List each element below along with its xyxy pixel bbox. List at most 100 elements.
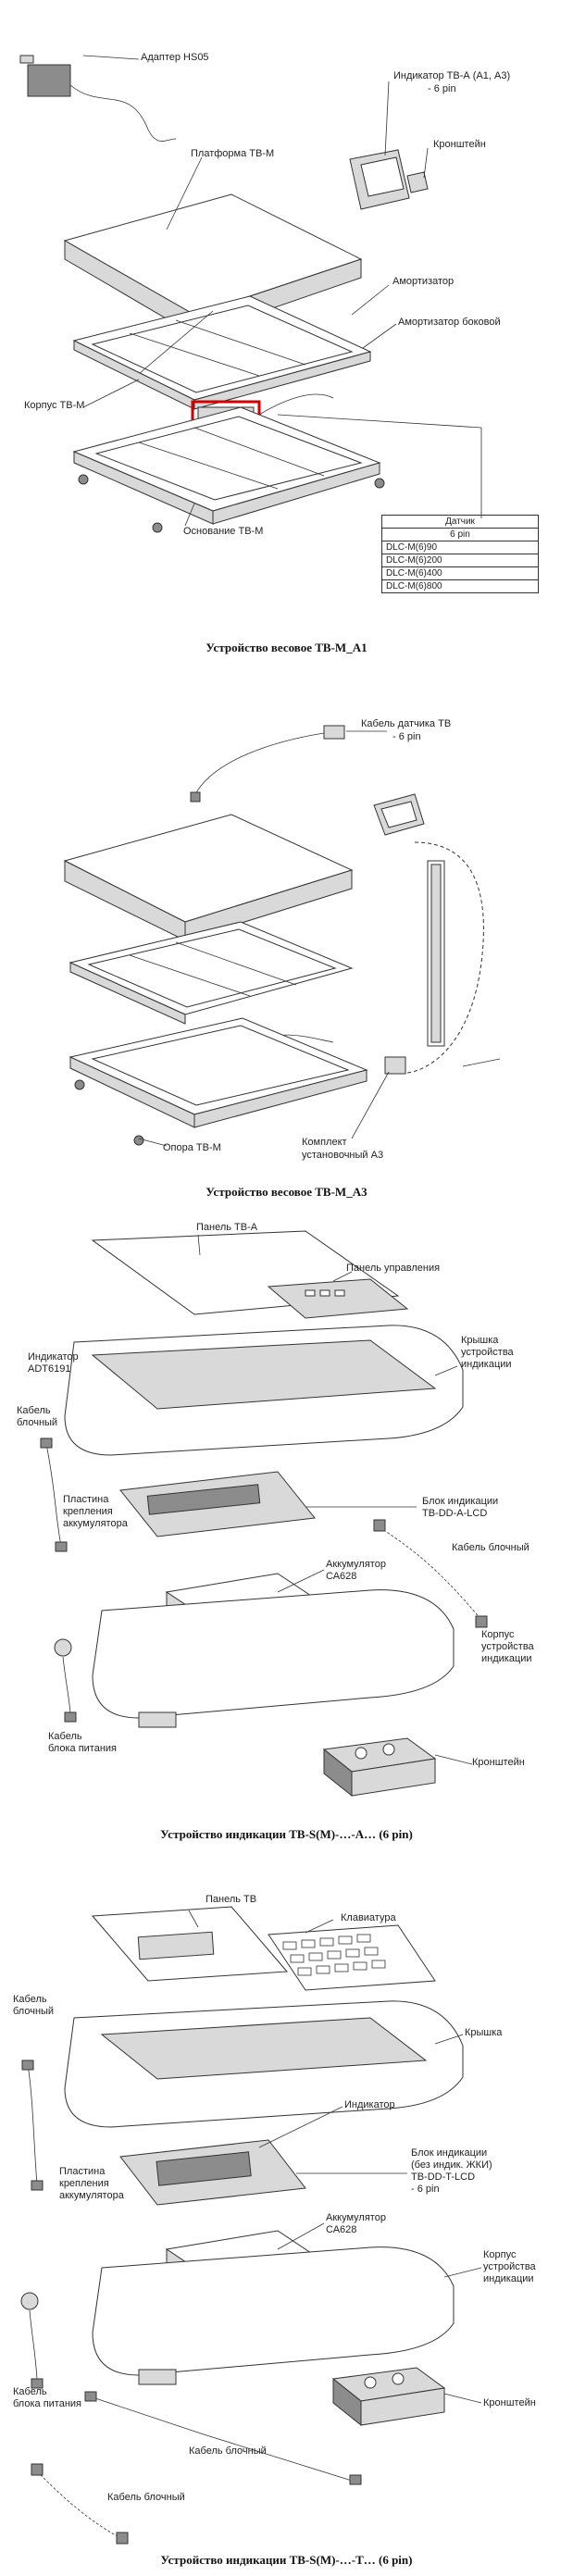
exploded-view-indicator-t: [20, 1906, 482, 2545]
label-cable-block-2: блочный: [13, 2006, 55, 2017]
case-part: [92, 1589, 455, 1728]
label-indication-block: Блок индикации: [411, 2147, 488, 2159]
label-body: Корпус ТВ-М: [24, 400, 85, 411]
label-indicator: Индикатор ТВ-А (А1, А3): [393, 70, 511, 81]
caption-a3: Устройство весовое ТВ-М_А3: [206, 1185, 367, 1199]
sensor-table-model: DLC-M(6)90: [381, 541, 539, 554]
label-shock-side: Амортизатор боковой: [398, 317, 501, 328]
bracket-part: [322, 1737, 437, 1798]
label-panel-tva: Панель ТВ-А: [196, 1222, 258, 1233]
label-case-2: устройства: [483, 2261, 536, 2272]
indication-block-part: [119, 2139, 306, 2206]
label-battery: Аккумулятор: [326, 1559, 386, 1570]
label-case: Корпус: [483, 2249, 517, 2260]
label-cover: Крышка: [461, 1335, 499, 1346]
cable-bottom-part: [31, 2463, 129, 2545]
indication-block-part: [119, 1471, 316, 1537]
label-indicator: Индикатор: [28, 1351, 79, 1363]
cable-left-part: [21, 2060, 44, 2191]
label-case: Корпус: [481, 1629, 515, 1640]
label-panel-tv: Панель ТВ: [206, 1894, 257, 1905]
cable-right-part: [373, 1519, 488, 1628]
label-base: Основание ТВ-М: [183, 526, 264, 537]
control-panel-part: [267, 1278, 409, 1319]
label-platform: Платформа ТВ-М: [191, 148, 275, 159]
label-battery-2: СА628: [326, 2224, 357, 2235]
label-battery-plate-3: аккумулятора: [63, 1518, 128, 1529]
label-cable-block: Кабель: [13, 1994, 47, 2005]
exploded-view-indicator-a: [40, 1230, 488, 1798]
cable-left-part: [40, 1437, 68, 1552]
label-power-cable: Кабель: [48, 1731, 82, 1742]
diagram-panel-indicator-t: Панель ТВ Клавиатура Кабель блочный Крыш…: [0, 1879, 573, 2576]
diagram-panel-indicator-a: Панель ТВ-А Панель управления Индикатор …: [0, 1213, 573, 1860]
case-part: [92, 2246, 455, 2385]
cable-mid-part: [84, 2391, 362, 2485]
label-cover-2: устройства: [461, 1347, 514, 1358]
label-sensor-cable-pin: - 6 pin: [392, 731, 421, 742]
base-part: [69, 1017, 368, 1146]
label-case-2: устройства: [481, 1641, 534, 1652]
label-case-3: индикации: [483, 2273, 534, 2284]
label-kit: Комплект: [302, 1137, 347, 1148]
sensor-cable-part: [190, 725, 345, 803]
label-power-cable-2: блока питания: [13, 2398, 82, 2409]
sensor-table: Датчик 6 pin DLC-M(6)90 DLC-M(6)200 DLC-…: [381, 515, 539, 593]
label-cable-block-2: блочный: [17, 1417, 58, 1428]
caption-a1: Устройство весовое ТВ-М_А1: [206, 641, 367, 654]
label-battery-plate: Пластина: [59, 2166, 106, 2177]
cover-part: [64, 1325, 464, 1456]
label-adapter: Адаптер HS05: [141, 52, 209, 63]
diagram-panel-tv-m-a1: Адаптер HS05 Индикатор ТВ-А (А1, А3) - 6…: [0, 0, 573, 666]
label-cable-block: Кабель: [17, 1405, 51, 1416]
label-support: Опора ТВ-М: [163, 1142, 221, 1153]
panel-tv-part: [91, 1906, 289, 1982]
label-cable-block-right: Кабель блочный: [452, 1542, 529, 1553]
keyboard-part: [268, 1924, 436, 1991]
diagram-panel-tv-m-a3: Кабель датчика ТВ - 6 pin Опора ТВ-М Ком…: [0, 685, 573, 1203]
adapter-part: [19, 55, 177, 142]
label-case-3: индикации: [481, 1653, 532, 1664]
label-indication-block-4: - 6 pin: [411, 2184, 440, 2195]
label-battery-2: СА628: [326, 1571, 357, 1582]
label-indicator-pin: - 6 pin: [428, 83, 456, 94]
sensor-table-pin: 6 pin: [381, 528, 539, 541]
label-indication-block-3: TB-DD-T-LCD: [411, 2172, 476, 2183]
label-bracket: Кронштейн: [433, 139, 486, 150]
cover-part: [64, 2000, 464, 2128]
label-cover-3: индикации: [461, 1359, 512, 1370]
label-bracket: Кронштейн: [483, 2397, 536, 2408]
label-bracket: Кронштейн: [472, 1757, 525, 1768]
label-keyboard: Клавиатура: [341, 1912, 396, 1923]
label-cover: Крышка: [465, 2027, 503, 2038]
body-frame-part: [72, 295, 372, 410]
label-indication-block-2: (без индик. ЖКИ): [411, 2159, 492, 2171]
label-kit-2: установочный А3: [302, 1150, 384, 1161]
label-shock: Амортизатор: [392, 276, 455, 287]
install-kit-part: [384, 841, 501, 1075]
sensor-table-model: DLC-M(6)400: [381, 566, 539, 580]
sensor-table-title: Датчик: [381, 515, 539, 529]
body-frame-part: [69, 921, 354, 1025]
label-power-cable-2: блока питания: [48, 1743, 118, 1754]
label-indication-block: Блок индикации: [422, 1496, 499, 1507]
power-cable-part: [54, 1638, 77, 1723]
power-cable-part: [20, 2292, 44, 2389]
sensor-table-model: DLC-M(6)800: [381, 579, 539, 593]
indicator-part: [349, 149, 429, 210]
label-battery-plate: Пластина: [63, 1494, 109, 1505]
label-battery-plate-3: аккумулятора: [59, 2190, 124, 2201]
sensor-table-model: DLC-M(6)200: [381, 554, 539, 567]
label-control-panel: Панель управления: [346, 1263, 441, 1274]
label-sensor-cable: Кабель датчика ТВ: [361, 718, 452, 729]
caption-indicator-a: Устройство индикации ТВ-S(M)-…-A… (6 pin…: [160, 1827, 413, 1841]
platform-part: [63, 814, 354, 941]
label-battery: Аккумулятор: [326, 2212, 386, 2223]
bracket-part: [331, 2367, 446, 2427]
label-cable-block-mid: Кабель блочный: [189, 2445, 267, 2457]
label-battery-plate-2: крепления: [59, 2178, 109, 2189]
label-indicator-2: ADT6191: [28, 1363, 71, 1375]
label-cable-block-bottom: Кабель блочный: [107, 2492, 185, 2503]
exploded-view-a3: [63, 725, 501, 1147]
label-power-cable: Кабель: [13, 2386, 47, 2397]
